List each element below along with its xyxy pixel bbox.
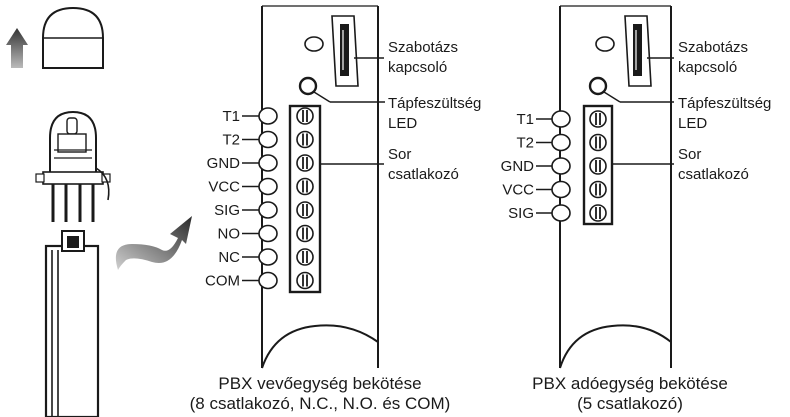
receiver-terminal-label: VCC bbox=[208, 179, 240, 196]
transmitter-wire-loop bbox=[551, 157, 571, 175]
receiver-terminal-label: T2 bbox=[222, 132, 240, 149]
receiver-wire-loop bbox=[258, 224, 278, 243]
transmitter-screw-terminal bbox=[589, 180, 607, 199]
receiver-tamper-switch bbox=[331, 15, 359, 87]
transmitter-terminal-row: VCC bbox=[502, 180, 607, 199]
transmitter-tamper-label-line1: Szabotázs bbox=[678, 39, 748, 56]
transmitter-wire-loop bbox=[551, 133, 571, 152]
receiver-terminal-row: T1 bbox=[222, 107, 314, 125]
receiver-terminal-label: COM bbox=[205, 273, 240, 290]
receiver-screw-terminal bbox=[296, 248, 314, 266]
transmitter-terminal-row: T2 bbox=[516, 133, 607, 152]
curved-arrow-icon bbox=[115, 216, 192, 270]
receiver-terminal-label: NO bbox=[218, 226, 241, 243]
receiver-connector-label-line1: Sor bbox=[388, 146, 411, 163]
transmitter-caption-line1: PBX adóegység bekötése bbox=[532, 374, 728, 393]
receiver-wire-loop bbox=[258, 130, 278, 149]
receiver-terminal-row: NO bbox=[218, 224, 314, 243]
transmitter-screw-terminal bbox=[589, 204, 607, 222]
transmitter-terminal-label: T2 bbox=[516, 135, 534, 152]
receiver-terminal-label: T1 bbox=[222, 108, 240, 125]
transmitter-tamper-switch bbox=[624, 15, 652, 87]
transmitter-terminal-label: VCC bbox=[502, 182, 534, 199]
receiver-wire-loop bbox=[258, 154, 278, 172]
arrow-up-icon bbox=[6, 28, 28, 68]
receiver-tamper-label-line1: Szabotázs bbox=[388, 39, 458, 56]
detector-head bbox=[35, 110, 111, 222]
receiver-wire-loop bbox=[258, 177, 278, 196]
receiver-terminal-row: SIG bbox=[214, 201, 314, 219]
receiver-power-led bbox=[298, 76, 318, 96]
receiver-power-led-label-line1: Tápfeszültség bbox=[388, 95, 481, 112]
receiver-connector-label-line2: csatlakozó bbox=[388, 166, 459, 183]
transmitter-board-outline bbox=[559, 6, 672, 369]
receiver-mount-hole bbox=[304, 36, 324, 52]
receiver-power-led-label-line2: LED bbox=[388, 115, 417, 132]
receiver-terminal-row: VCC bbox=[208, 177, 314, 196]
receiver-screw-terminal bbox=[296, 177, 314, 196]
transmitter-terminal-label: T1 bbox=[516, 111, 534, 128]
transmitter-wire-loop bbox=[551, 110, 571, 128]
transmitter-tamper-label-line2: kapcsoló bbox=[678, 59, 737, 76]
receiver-terminal-row: T2 bbox=[222, 130, 314, 149]
receiver-screw-terminal bbox=[296, 154, 314, 172]
receiver-wire-loop bbox=[258, 248, 278, 266]
receiver-screw-terminal bbox=[296, 271, 314, 290]
receiver-terminal-label: GND bbox=[207, 155, 241, 172]
transmitter-mount-hole bbox=[595, 36, 615, 52]
receiver-caption-line1: PBX vevőegység bekötése bbox=[218, 374, 422, 393]
transmitter-caption: PBX adóegység bekötése (5 csatlakozó) bbox=[490, 374, 770, 414]
receiver-terminal-label: SIG bbox=[214, 202, 240, 219]
transmitter-terminal-row: T1 bbox=[516, 110, 607, 128]
receiver-wire-loop bbox=[258, 107, 278, 125]
transmitter-screw-terminal bbox=[589, 157, 607, 175]
transmitter-power-led-label-line1: Tápfeszültség bbox=[678, 95, 771, 112]
transmitter-connector-label-line1: Sor bbox=[678, 146, 701, 163]
transmitter-power-led-label-line2: LED bbox=[678, 115, 707, 132]
receiver-terminal-label: NC bbox=[218, 249, 240, 266]
receiver-terminal-row: GND bbox=[207, 154, 314, 172]
transmitter-caption-line2: (5 csatlakozó) bbox=[577, 394, 683, 413]
transmitter-wire-loop bbox=[551, 204, 571, 222]
receiver-caption: PBX vevőegység bekötése (8 csatlakozó, N… bbox=[170, 374, 470, 414]
transmitter-wire-loop bbox=[551, 180, 571, 199]
receiver-screw-terminal bbox=[296, 201, 314, 219]
receiver-wire-loop bbox=[258, 271, 278, 290]
receiver-terminal-row: COM bbox=[205, 271, 314, 290]
transmitter-screw-terminal bbox=[589, 110, 607, 128]
detector-tube bbox=[44, 230, 100, 417]
transmitter-connector-label-line2: csatlakozó bbox=[678, 166, 749, 183]
transmitter-terminal-label: SIG bbox=[508, 205, 534, 222]
transmitter-terminal-row: GND bbox=[501, 157, 607, 175]
transmitter-screw-terminal bbox=[589, 133, 607, 152]
receiver-caption-line2: (8 csatlakozó, N.C., N.O. és COM) bbox=[189, 394, 451, 413]
receiver-screw-terminal bbox=[296, 130, 314, 149]
receiver-screw-terminal bbox=[296, 224, 314, 243]
transmitter-terminal-label: GND bbox=[501, 158, 535, 175]
receiver-wire-loop bbox=[258, 201, 278, 219]
transmitter-power-led bbox=[588, 76, 608, 96]
receiver-tamper-label-line2: kapcsoló bbox=[388, 59, 447, 76]
device-illustration bbox=[6, 6, 192, 417]
transmitter-terminal-row: SIG bbox=[508, 204, 607, 222]
receiver-terminal-row: NC bbox=[218, 248, 314, 266]
receiver-screw-terminal bbox=[296, 107, 314, 125]
